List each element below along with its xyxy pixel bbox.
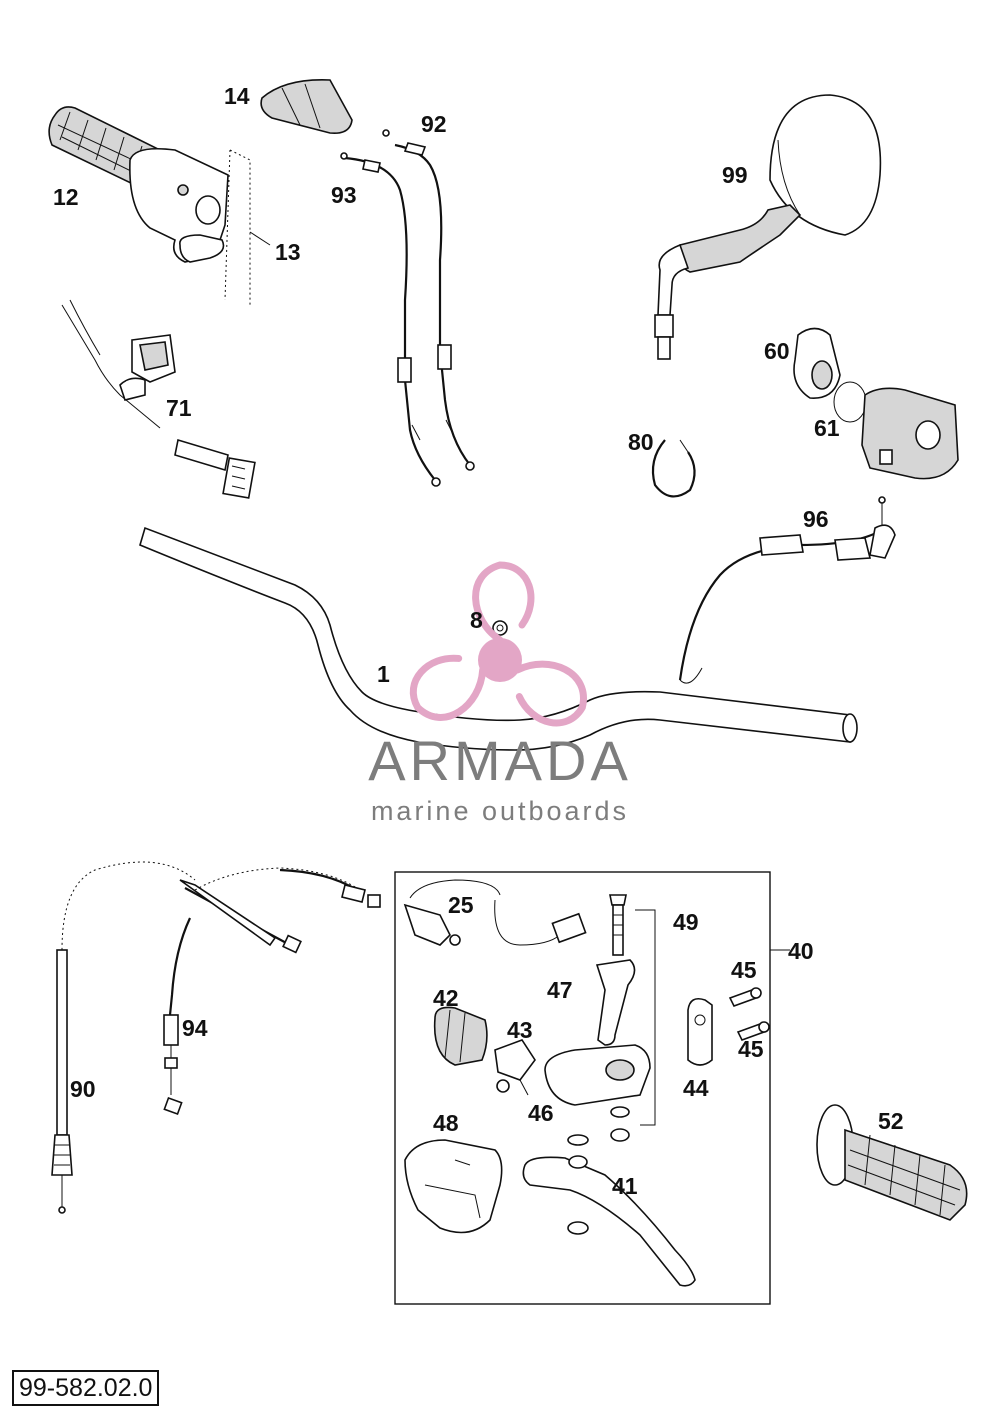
part-43-adjuster [494, 1039, 536, 1096]
part-14-grip-cover [260, 79, 353, 135]
callout-44: 44 [683, 1075, 709, 1101]
callout-45-upper: 45 [731, 957, 757, 983]
logo-hub [478, 638, 522, 682]
diagram-reference-code: 99-582.02.0 [12, 1370, 160, 1406]
part-60-61-switch-housing [793, 327, 959, 480]
watermark-subtitle: marine outboards [371, 796, 629, 826]
part-8-nut [492, 620, 508, 636]
logo-propeller-blade [472, 561, 535, 644]
part-1-handlebar [139, 526, 858, 751]
callout-80: 80 [628, 429, 654, 455]
callout-48: 48 [433, 1110, 459, 1136]
part-96-cable [678, 496, 896, 684]
callout-93: 93 [331, 182, 357, 208]
callout-92: 92 [421, 111, 447, 137]
callout-94: 94 [182, 1015, 208, 1041]
callout-42: 42 [433, 985, 459, 1011]
part-71-switch [61, 299, 256, 499]
part-42-boot [433, 1006, 488, 1066]
part-52-grip [816, 1104, 968, 1221]
callout-52: 52 [878, 1108, 904, 1134]
part-44-45-clamp [687, 987, 770, 1066]
callout-13: 13 [275, 239, 301, 265]
part-90-cable [51, 861, 196, 1214]
callout-99: 99 [722, 162, 748, 188]
part-48-cover [404, 1139, 503, 1234]
part-94-cable [163, 867, 381, 1116]
logo-propeller-blade [513, 660, 587, 727]
callout-8: 8 [470, 607, 483, 633]
callout-71: 71 [166, 395, 192, 421]
callout-25: 25 [448, 892, 474, 918]
part-99-mirror [654, 94, 882, 360]
callout-47: 47 [547, 977, 573, 1003]
callout-46: 46 [528, 1100, 554, 1126]
logo-propeller-blade [409, 654, 487, 721]
callout-1: 1 [377, 661, 390, 687]
part-41-clutch-lever [522, 1134, 696, 1287]
watermark-title: ARMADA [368, 729, 632, 792]
part-40-clutch-assembly-box [394, 871, 790, 1305]
part-80-cable-clamp [651, 439, 696, 498]
callout-90: 90 [70, 1076, 96, 1102]
callout-12: 12 [53, 184, 79, 210]
part-46-47-lever-bracket [544, 959, 651, 1106]
part-49-bolt [609, 894, 656, 1142]
callout-60: 60 [764, 338, 790, 364]
callout-45-lower: 45 [738, 1036, 764, 1062]
callout-96: 96 [803, 506, 829, 532]
part-92-93-throttle-cables [340, 129, 475, 487]
callout-43: 43 [507, 1017, 533, 1043]
callout-61: 61 [814, 415, 840, 441]
part-25-switch-cable [403, 879, 587, 946]
part-13-throttle-housing [129, 147, 271, 305]
callout-41: 41 [612, 1173, 638, 1199]
callout-14: 14 [224, 83, 250, 109]
callout-40: 40 [788, 938, 814, 964]
callout-49: 49 [673, 909, 699, 935]
armada-logo [409, 561, 587, 727]
